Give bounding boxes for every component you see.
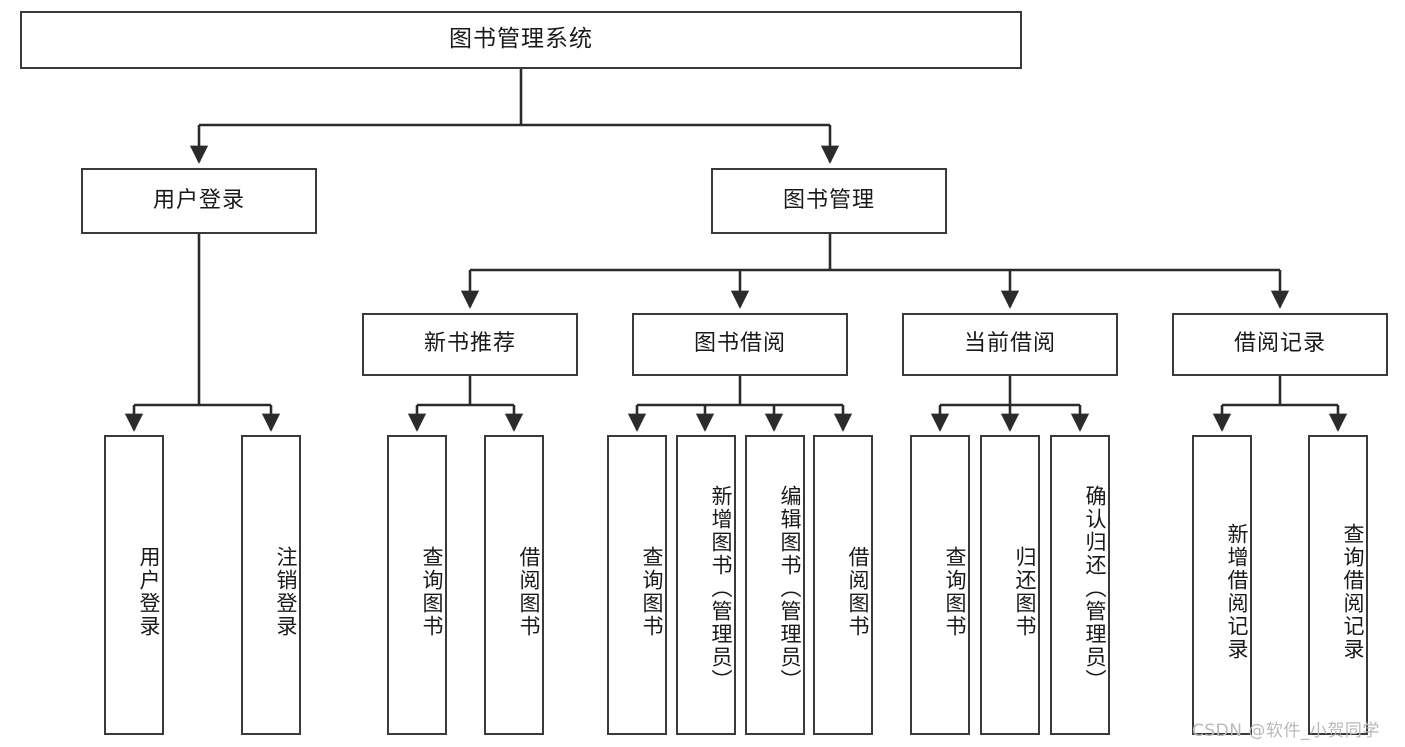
leaf-current-borrow-return-book[interactable]: 归还图书 xyxy=(980,435,1040,735)
leaf-new-book-query-book[interactable]: 查询图书 xyxy=(387,435,447,735)
leaf-book-borrow-edit-book-admin[interactable]: 编辑图书（管理员） xyxy=(745,435,805,735)
node-user-login[interactable]: 用户登录 xyxy=(81,168,317,234)
leaf-user-login-logout[interactable]: 注销登录 xyxy=(241,435,301,735)
leaf-user-login-login[interactable]: 用户登录 xyxy=(104,435,164,735)
leaf-borrow-record-query-record[interactable]: 查询借阅记录 xyxy=(1308,435,1368,735)
leaf-book-borrow-add-book-admin[interactable]: 新增图书（管理员） xyxy=(676,435,736,735)
node-root-book-management-system[interactable]: 图书管理系统 xyxy=(20,11,1022,69)
node-new-book-recommend[interactable]: 新书推荐 xyxy=(362,313,578,376)
leaf-current-borrow-confirm-return-admin[interactable]: 确认归还（管理员） xyxy=(1050,435,1110,735)
csdn-watermark: CSDN @软件_小贺同学 xyxy=(1192,721,1380,741)
leaf-current-borrow-query-book[interactable]: 查询图书 xyxy=(910,435,970,735)
leaf-book-borrow-borrow-book[interactable]: 借阅图书 xyxy=(813,435,873,735)
node-book-management[interactable]: 图书管理 xyxy=(711,168,947,234)
node-borrow-record[interactable]: 借阅记录 xyxy=(1172,313,1388,376)
leaf-new-book-borrow-book[interactable]: 借阅图书 xyxy=(484,435,544,735)
leaf-borrow-record-add-record[interactable]: 新增借阅记录 xyxy=(1192,435,1252,735)
node-current-borrow[interactable]: 当前借阅 xyxy=(902,313,1118,376)
node-book-borrow[interactable]: 图书借阅 xyxy=(632,313,848,376)
leaf-book-borrow-query-book[interactable]: 查询图书 xyxy=(607,435,667,735)
